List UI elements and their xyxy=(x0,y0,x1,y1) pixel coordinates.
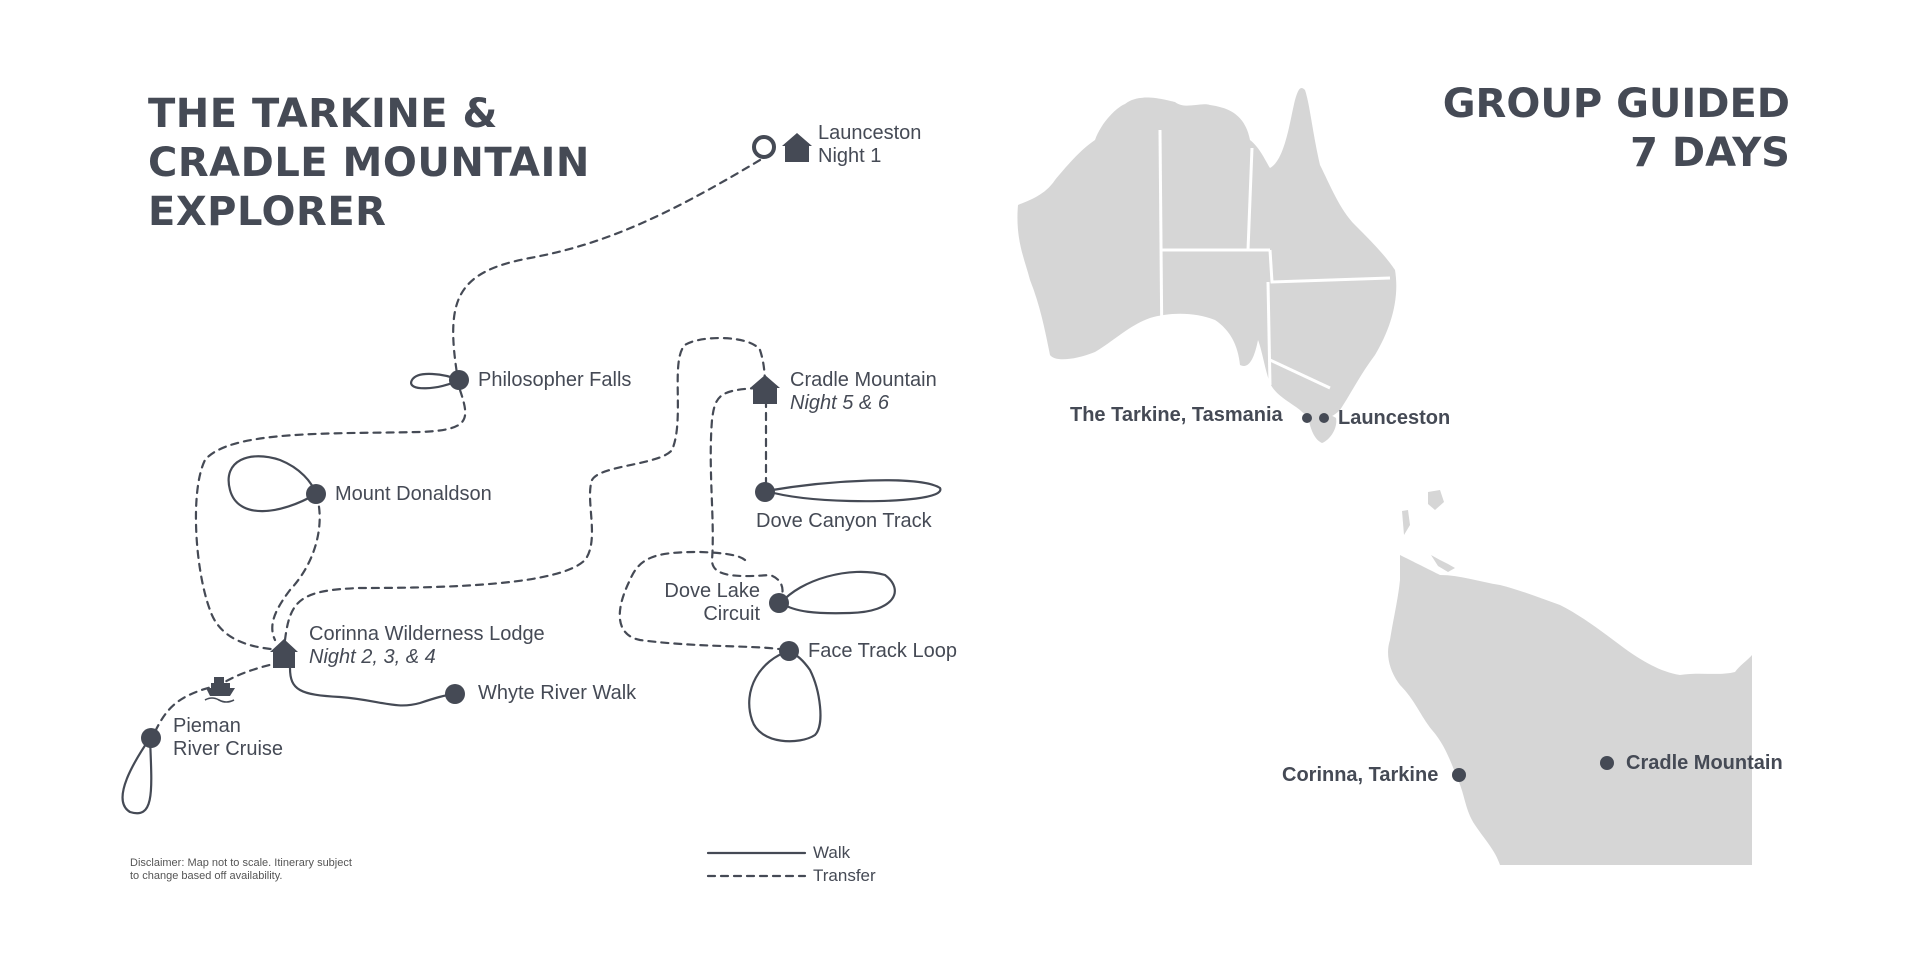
stop-cradle-mountain: Cradle Mountain Night 5 & 6 xyxy=(790,369,937,415)
cradle-mountain-name: Cradle Mountain xyxy=(790,369,937,391)
dove-lake-dot xyxy=(769,593,789,613)
mount-donaldson-dot xyxy=(306,484,326,504)
stop-mount-donaldson: Mount Donaldson xyxy=(335,483,492,506)
dove-canyon-name: Dove Canyon Track xyxy=(756,510,932,532)
corinna-detail-label: Corinna, Tarkine xyxy=(1282,764,1439,786)
robbins-island xyxy=(1402,510,1410,535)
cradle-house-icon xyxy=(750,375,780,404)
three-hummock-island xyxy=(1428,490,1444,510)
philosopher-falls-name: Philosopher Falls xyxy=(478,369,632,391)
dove-lake-line-1: Dove Lake xyxy=(664,580,760,602)
launceston-name: Launceston xyxy=(818,122,922,144)
whyte-river-name: Whyte River Walk xyxy=(478,682,637,704)
transfer-facetrack-loop xyxy=(618,550,787,652)
stop-face-track: Face Track Loop xyxy=(808,640,957,663)
stop-dove-lake: Dove Lake Circuit xyxy=(640,580,760,626)
north-west-tasmania-landmass xyxy=(1388,555,1752,865)
tour-badge: GROUP GUIDED 7 DAYS xyxy=(1443,80,1790,178)
page-title: THE TARKINE & CRADLE MOUNTAIN EXPLORER xyxy=(148,90,590,237)
tasmania-landmass xyxy=(1308,413,1337,443)
australia-overview-map xyxy=(1017,88,1397,443)
transfer-cradle-dovelake xyxy=(709,386,784,602)
dove-lake-line-2: Circuit xyxy=(703,603,760,625)
philosopher-falls-dot xyxy=(449,370,469,390)
stop-launceston: Launceston Night 1 xyxy=(818,122,921,168)
transfer-launceston-philosopher xyxy=(452,158,762,382)
tarkine-overview-dot xyxy=(1302,413,1312,423)
whyte-river-dot xyxy=(445,684,465,704)
legend-walk-label: Walk xyxy=(813,843,851,862)
corinna-night: Night 2, 3, & 4 xyxy=(309,646,436,668)
pieman-dot xyxy=(141,728,161,748)
launceston-start-circle-icon xyxy=(752,135,776,159)
transfer-donaldson-corinna xyxy=(271,492,321,642)
disclaimer: Disclaimer: Map not to scale. Itinerary … xyxy=(130,857,352,883)
launceston-overview-dot xyxy=(1319,413,1329,423)
walk-donaldson-loop xyxy=(227,455,318,513)
launceston-overview-label: Launceston xyxy=(1338,407,1451,429)
hunter-island xyxy=(1431,555,1455,572)
transfer-paths xyxy=(150,158,787,740)
legend-transfer-label: Transfer xyxy=(813,866,876,885)
corinna-name: Corinna Wilderness Lodge xyxy=(309,623,545,645)
boat-icon xyxy=(204,677,235,703)
tarkine-overview-label: The Tarkine, Tasmania xyxy=(1070,404,1283,426)
walk-paths xyxy=(121,372,942,815)
badge-line-1: GROUP GUIDED xyxy=(1442,81,1790,127)
mount-donaldson-name: Mount Donaldson xyxy=(335,483,492,505)
walk-facetrack-loop xyxy=(748,649,822,743)
corinna-detail-dot xyxy=(1452,768,1466,782)
cradle-detail-dot xyxy=(1600,756,1614,770)
title-line-2: CRADLE MOUNTAIN xyxy=(148,140,590,186)
stop-corinna: Corinna Wilderness Lodge Night 2, 3, & 4 xyxy=(309,623,545,669)
pieman-line-1: Pieman xyxy=(173,715,241,737)
walk-whyte-river xyxy=(288,666,457,707)
walk-pieman-loop xyxy=(121,736,153,815)
badge-line-2: 7 DAYS xyxy=(1630,130,1790,176)
title-line-3: EXPLORER xyxy=(148,189,387,235)
state-borders xyxy=(1158,129,1391,390)
walk-dovelake-loop xyxy=(779,570,896,615)
stop-philosopher-falls: Philosopher Falls xyxy=(478,369,631,392)
disclaimer-line-2: to change based off availability. xyxy=(130,870,283,882)
cradle-detail-label: Cradle Mountain xyxy=(1626,752,1783,774)
transfer-corinna-cradle xyxy=(283,337,767,642)
title-line-1: THE TARKINE & xyxy=(148,91,498,137)
australia-landmass xyxy=(1017,88,1397,420)
launceston-night: Night 1 xyxy=(818,145,882,167)
launceston-house-icon xyxy=(782,133,812,162)
disclaimer-line-1: Disclaimer: Map not to scale. Itinerary … xyxy=(130,857,352,869)
cradle-mountain-night: Night 5 & 6 xyxy=(790,392,889,414)
face-track-name: Face Track Loop xyxy=(808,640,957,662)
face-track-dot xyxy=(779,641,799,661)
stop-pieman: Pieman River Cruise xyxy=(173,715,283,761)
corinna-house-icon xyxy=(270,639,298,668)
transfer-philosopher-corinna xyxy=(194,388,467,652)
walk-philosopher-loop xyxy=(410,372,461,390)
walk-dove-canyon xyxy=(764,479,942,503)
dove-canyon-dot xyxy=(755,482,775,502)
stop-whyte-river: Whyte River Walk xyxy=(478,682,636,705)
stop-dove-canyon: Dove Canyon Track xyxy=(756,510,932,533)
pieman-line-2: River Cruise xyxy=(173,738,284,760)
tasmania-detail-map xyxy=(1388,490,1752,865)
